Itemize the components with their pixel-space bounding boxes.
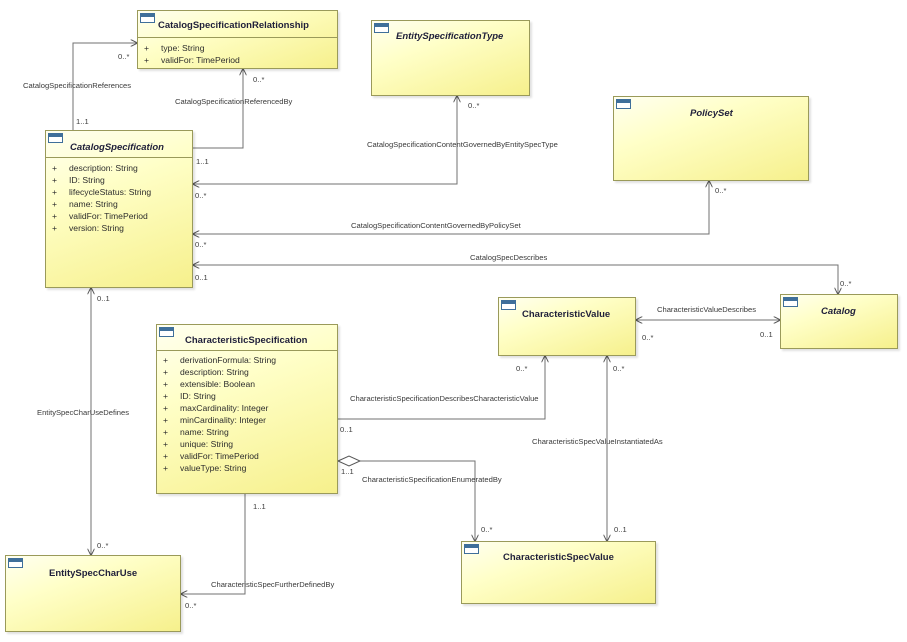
class-catalog-specification-relationship[interactable]: CatalogSpecificationRelationship +type: … [137, 10, 338, 69]
attribute-list: +type: String +validFor: TimePeriod [144, 42, 240, 66]
class-entity-spec-char-use[interactable]: EntitySpecCharUse [5, 555, 181, 632]
class-icon [374, 23, 389, 33]
class-entity-specification-type[interactable]: EntitySpecificationType [371, 20, 530, 96]
assoc-label: CatalogSpecificationContentGovernedByPol… [351, 221, 521, 230]
multiplicity-label: 0..* [481, 525, 493, 534]
attribute: +type: String [144, 43, 205, 53]
attribute: +derivationFormula: String [163, 355, 277, 365]
class-name: CharacteristicValue [522, 309, 611, 320]
assoc-label: CharacteristicSpecificationDescribesChar… [350, 394, 539, 403]
class-name: EntitySpecCharUse [49, 568, 138, 579]
multiplicity-label: 0..1 [614, 525, 627, 534]
assoc-line-char-spec-enumerated-by [360, 460, 475, 541]
multiplicity-label: 1..1 [76, 117, 89, 126]
compartment-divider [138, 37, 337, 38]
attribute: +ID: String [52, 175, 105, 185]
attribute: +description: String [52, 163, 138, 173]
assoc-label: CatalogSpecDescribes [470, 253, 548, 262]
attribute: +name: String [52, 199, 118, 209]
multiplicity-label: 0..1 [340, 425, 353, 434]
attribute: +extensible: Boolean [163, 379, 256, 389]
multiplicity-label: 0..* [118, 52, 130, 61]
class-name: Catalog [821, 306, 856, 317]
attribute: +version: String [52, 223, 124, 233]
assoc-label: CharacteristicSpecValueInstantiatedAs [532, 437, 663, 446]
class-icon [8, 558, 23, 568]
multiplicity-label: 1..1 [253, 502, 266, 511]
assoc-line-content-by-policy-set [193, 181, 709, 234]
attribute: +validFor: TimePeriod [144, 55, 240, 65]
class-icon [140, 13, 155, 23]
assoc-label: CharacteristicSpecFurtherDefinedBy [211, 580, 335, 589]
multiplicity-label: 0..* [195, 191, 207, 200]
compartment-divider [157, 350, 337, 351]
attribute: +ID: String [163, 391, 216, 401]
class-icon [783, 297, 798, 307]
multiplicity-label: 0..1 [97, 294, 110, 303]
attribute: +valueType: String [163, 463, 247, 473]
class-characteristic-value[interactable]: CharacteristicValue [498, 297, 636, 356]
class-icon [616, 99, 631, 109]
attribute: +lifecycleStatus: String [52, 187, 152, 197]
multiplicity-label: 0..* [516, 364, 528, 373]
class-catalog[interactable]: Catalog [780, 294, 898, 349]
multiplicity-label: 0..* [468, 101, 480, 110]
assoc-label: CatalogSpecificationReferences [23, 81, 132, 90]
attribute: +minCardinality: Integer [163, 415, 266, 425]
multiplicity-label: 0..1 [760, 330, 773, 339]
multiplicity-label: 0..* [715, 186, 727, 195]
composition-diamond [336, 455, 362, 467]
multiplicity-label: 0..* [613, 364, 625, 373]
class-catalog-specification[interactable]: CatalogSpecification +description: Strin… [45, 130, 193, 288]
attribute: +validFor: TimePeriod [163, 451, 259, 461]
attribute: +maxCardinality: Integer [163, 403, 269, 413]
class-icon [464, 544, 479, 554]
assoc-label: CatalogSpecificationContentGovernedByEnt… [367, 140, 558, 149]
attribute-list: +description: String +ID: String +lifecy… [52, 162, 151, 234]
class-name: EntitySpecificationType [396, 31, 504, 42]
class-characteristic-specification[interactable]: CharacteristicSpecification +derivationF… [156, 324, 338, 494]
multiplicity-label: 0..* [840, 279, 852, 288]
multiplicity-label: 0..* [97, 541, 109, 550]
multiplicity-label: 1..1 [196, 157, 209, 166]
class-icon [48, 133, 63, 143]
assoc-line-char-spec-further-defined-by [181, 494, 246, 594]
compartment-divider [46, 157, 192, 158]
class-icon [159, 327, 174, 337]
attribute: +validFor: TimePeriod [52, 211, 148, 221]
class-name: CharacteristicSpecification [185, 335, 308, 346]
class-characteristic-spec-value[interactable]: CharacteristicSpecValue [461, 541, 656, 604]
class-name: CharacteristicSpecValue [503, 552, 614, 563]
class-name: PolicySet [690, 108, 733, 119]
attribute: +unique: String [163, 439, 234, 449]
assoc-label: EntitySpecCharUseDefines [37, 408, 130, 417]
class-policy-set[interactable]: PolicySet [613, 96, 809, 181]
multiplicity-label: 0..* [253, 75, 265, 84]
attribute: +name: String [163, 427, 229, 437]
multiplicity-label: 0..* [195, 240, 207, 249]
assoc-line-catalog-spec-describes [193, 265, 838, 294]
multiplicity-label: 1..1 [341, 467, 354, 476]
assoc-label: CatalogSpecificationReferencedBy [175, 97, 293, 106]
attribute-list: +derivationFormula: String +description:… [163, 354, 276, 474]
assoc-label: CharacteristicSpecificationEnumeratedBy [362, 475, 502, 484]
attribute: +description: String [163, 367, 249, 377]
class-icon [501, 300, 516, 310]
assoc-line-catalog-spec-referenced-by [193, 69, 243, 149]
class-name: CatalogSpecificationRelationship [158, 20, 309, 31]
multiplicity-label: 0..* [642, 333, 654, 342]
multiplicity-label: 0..1 [195, 273, 208, 282]
assoc-line-char-spec-describes-char-value [338, 356, 545, 420]
multiplicity-label: 0..* [185, 601, 197, 610]
assoc-label: CharacteristicValueDescribes [657, 305, 757, 314]
class-name: CatalogSpecification [70, 142, 164, 153]
assoc-line-catalog-spec-references [72, 43, 137, 130]
